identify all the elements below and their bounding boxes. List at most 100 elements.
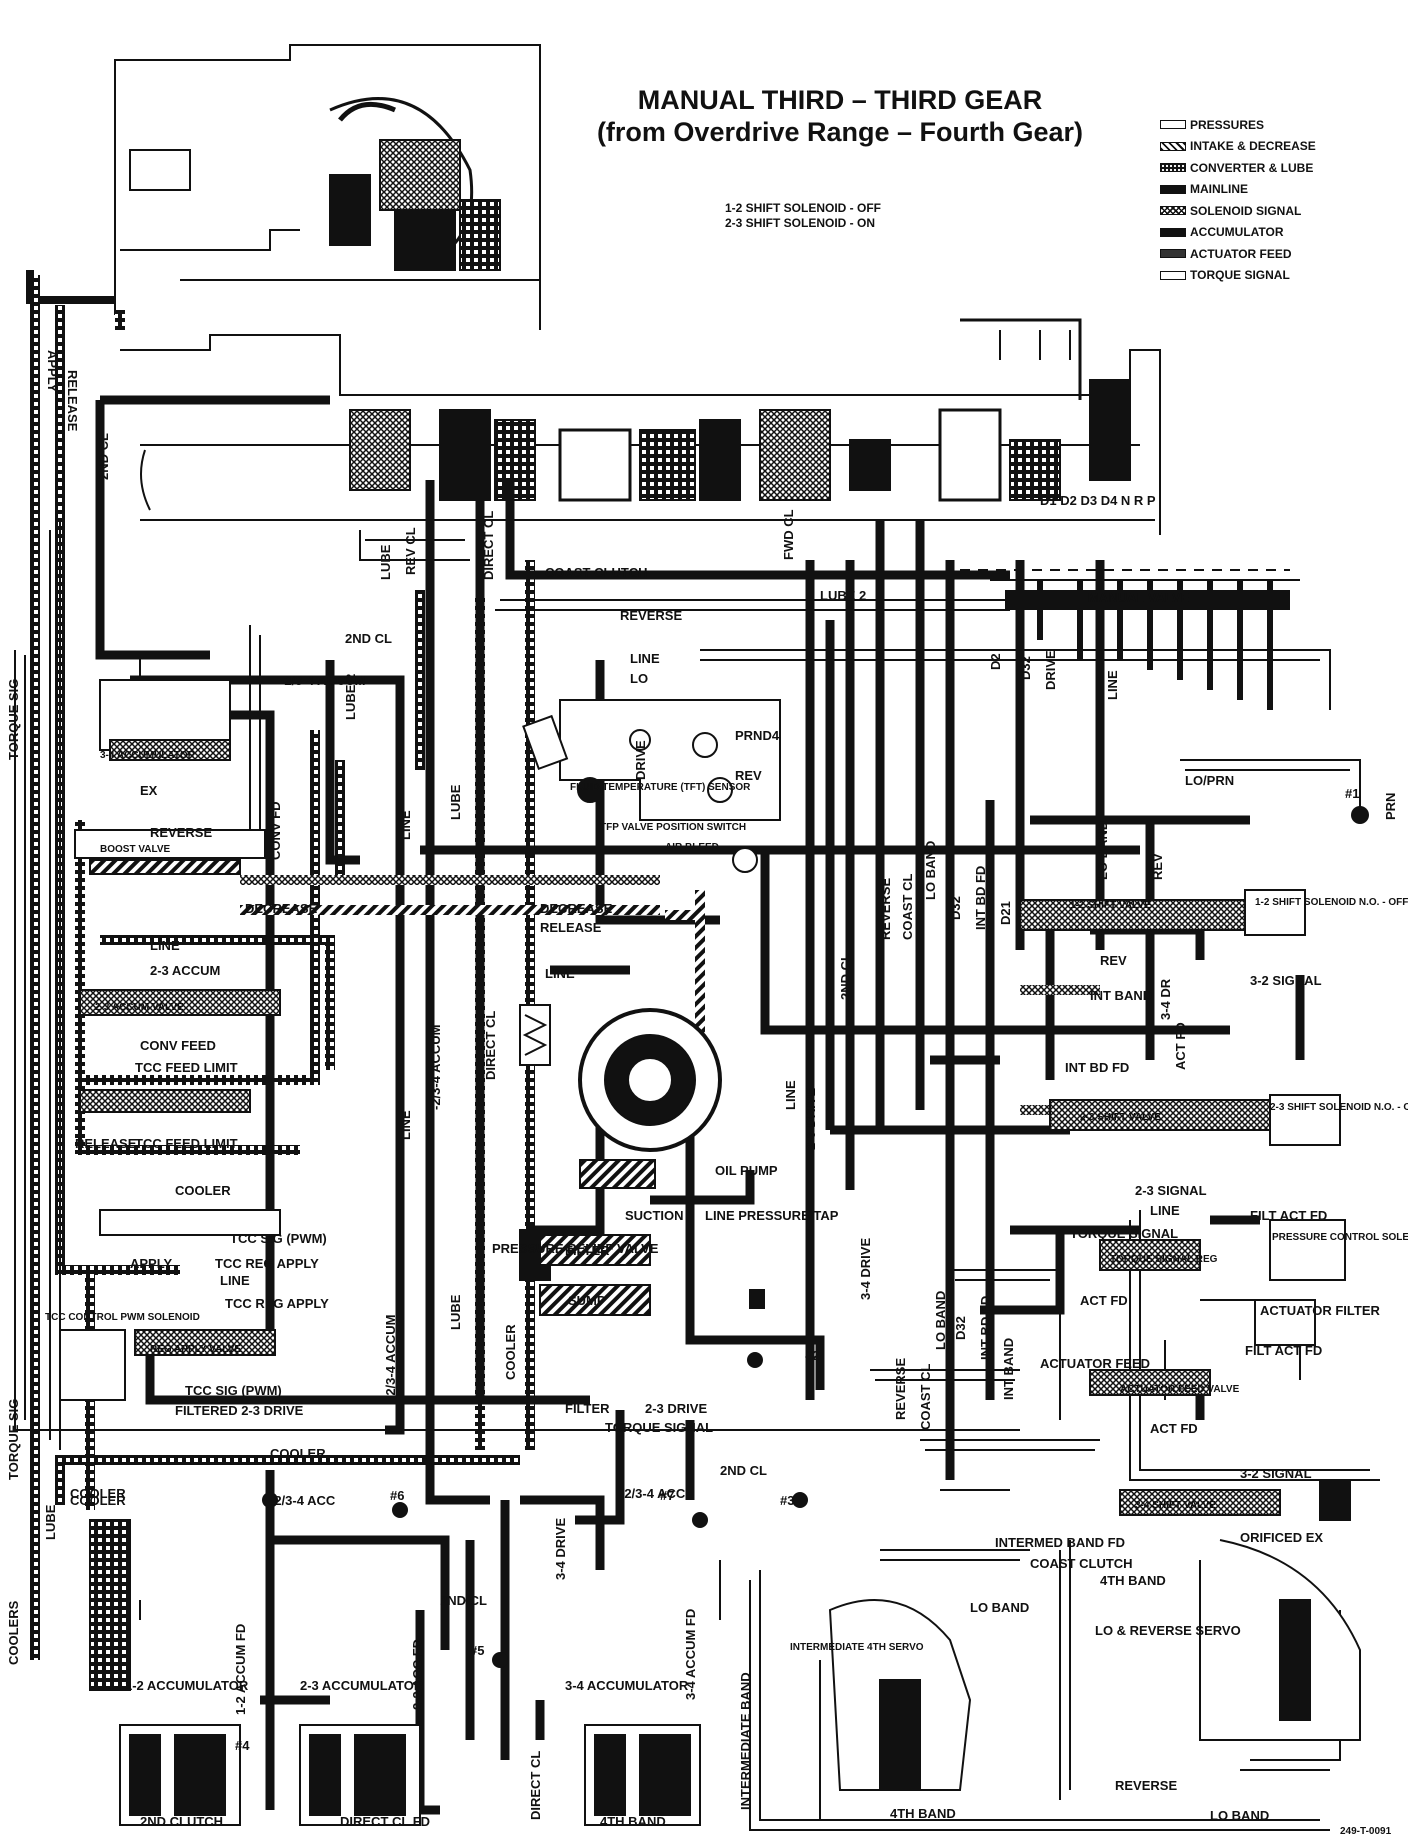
label-234-accum: -2/3-4 ACCUM (280, 673, 365, 688)
label-intermediate-band-vertical: INTERMEDIATE BAND (738, 1672, 753, 1810)
label-line-vertical: LINE (398, 810, 413, 840)
label-lo-band-vertical-2: LO BAND (1095, 821, 1110, 880)
label-actuator-feed: ACTUATOR FEED (1040, 1356, 1150, 1371)
label-d2-vertical: D2 (988, 653, 1003, 670)
valve-bodies (59, 679, 1351, 1521)
label-int-bd-fd-vertical: INT BD FD (973, 866, 988, 930)
label-manual-valve: MANUAL VALVE (1088, 590, 1189, 605)
label-2nd-cl-vertical: 2ND CL (96, 433, 111, 480)
circuit-labels: COAST CLUTCH LUBE 2 REVERSE 2ND CL LINE … (6, 350, 1408, 1834)
label-torque-sig-vertical-2: TORQUE SIG (6, 1399, 21, 1480)
label-int-bd-fd-vertical-2: INT BD FD (978, 1296, 993, 1360)
legend-item-intake: INTAKE & DECREASE (1160, 136, 1380, 158)
check-balls (262, 806, 1369, 1668)
label-23-accum: 2-3 ACCUM (150, 963, 220, 978)
label-actuator-filter: ACTUATOR FILTER (1260, 1303, 1380, 1318)
label-lube-vertical-3: LUBE (448, 1294, 463, 1330)
label-23-accum-valve: 2-3 ACCUM VALVE (95, 1002, 184, 1013)
legend-swatch (1160, 249, 1186, 259)
label-d32-vertical-3: D32 (953, 1316, 968, 1340)
label-23-shift-valve: 2-3 SHIFT VALVE (1080, 1112, 1161, 1123)
label-tcc-reg-apply-2: TCC REG APPLY (225, 1296, 329, 1311)
label-tft-sensor: FLUID TEMPERATURE (TFT) SENSOR (570, 782, 751, 793)
label-rev: REV (735, 768, 762, 783)
label-int-band: INT BAND (1090, 988, 1152, 1003)
label-lube-vertical: LUBE (378, 544, 393, 580)
label-filt-act-fd-2: FILT ACT FD (1245, 1343, 1322, 1358)
label-34-shift-valve: 3-4 SHIFT VALVE (1135, 1500, 1216, 1511)
label-direct-cl-vertical-3: DIRECT CL (528, 1751, 543, 1820)
label-lube2: LUBE 2 (820, 588, 866, 603)
label-check1: #1 (1345, 786, 1359, 801)
label-filter-mid: FILTER (565, 1401, 610, 1416)
label-d32-vertical-2: D32 (1018, 656, 1033, 680)
label-reverse-bottom: REVERSE (1115, 1778, 1177, 1793)
pump-area (519, 1004, 765, 1316)
mainline-circuits (95, 395, 1305, 1815)
label-rev-right: REV (1100, 953, 1127, 968)
legend-swatch (1160, 163, 1186, 173)
label-second-cl: 2ND CL (345, 631, 392, 646)
label-drive-vertical-2: DRIVE (1043, 650, 1058, 690)
label-coast-cl-vertical-2: COAST CL (918, 1364, 933, 1431)
label-act-fd: ACT FD (1080, 1293, 1128, 1308)
label-cooler-3: COOLER (70, 1493, 126, 1508)
legend-swatch (1160, 270, 1186, 280)
label-direct-cl-vertical: DIRECT CL (481, 511, 496, 580)
label-23-shift-solenoid: 2-3 SHIFT SOLENOID N.O. - ON (1270, 1102, 1408, 1113)
label-reverse-vertical-2: REVERSE (893, 1358, 908, 1420)
label-check6: #6 (390, 1488, 404, 1503)
label-lube-vertical-4: LUBE (43, 1504, 58, 1540)
diagram-title: MANUAL THIRD – THIRD GEAR (from Overdriv… (560, 84, 1120, 148)
label-check7: #7 (660, 1488, 674, 1503)
label-2nd-cl-vertical-2: 2ND CL (838, 953, 853, 1000)
label-line-mid: LINE (545, 966, 575, 981)
label-lo: LO (630, 671, 648, 686)
label-34-drive-vertical-2: 3-4 DRIVE (553, 1518, 568, 1580)
label-34-accumulator: 3-4 ACCUMULATOR (565, 1678, 689, 1693)
label-coast-cl-vertical: COAST CL (900, 874, 915, 941)
label-lo-band-bottom: LO BAND (1210, 1808, 1269, 1823)
label-filtered-23-drive: FILTERED 2-3 DRIVE (175, 1403, 304, 1418)
label-4th-band-bottom: 4TH BAND (890, 1806, 956, 1821)
label-apply: APPLY (130, 1256, 172, 1271)
label-coolers-vertical: COOLERS (6, 1600, 21, 1665)
label-23-accumulator: 2-3 ACCUMULATOR (300, 1678, 424, 1693)
label-release-2: RELEASE (75, 1136, 137, 1151)
label-2nd-clutch: 2ND CLUTCH (140, 1814, 223, 1829)
label-line-vertical-4: LINE (1105, 670, 1120, 700)
label-release-vertical: RELEASE (65, 370, 80, 432)
label-act-fd-2: ACT FD (1150, 1421, 1198, 1436)
label-4th-band: 4TH BAND (1100, 1573, 1166, 1588)
label-reg-apply-valve: REG APPLY VALVE (150, 1344, 241, 1355)
label-torque-sig-vertical: TORQUE SIG (6, 679, 21, 760)
legend-swatch (1160, 184, 1186, 194)
label-act-fd-vertical: ACT FD (1173, 1022, 1188, 1070)
label-torque-signal: TORQUE SIGNAL (605, 1420, 713, 1435)
label-line-vertical-2: LINE (398, 1110, 413, 1140)
label-2nd-cl-3: 2ND CL (440, 1593, 487, 1608)
label-pressure-control-solenoid: PRESSURE CONTROL SOLENOID (1272, 1232, 1408, 1243)
label-line-left: LINE (150, 938, 180, 953)
label-d21-vertical: D21 (998, 901, 1013, 925)
label-suction: SUCTION (625, 1208, 684, 1223)
label-34-drive-vertical: 3-4 DRIVE (858, 1238, 873, 1300)
label-rev-cl-vertical: REV CL (403, 527, 418, 575)
label-lube-vertical-2: LUBE (448, 784, 463, 820)
label-234-accum-vertical-2: -2/3-4 ACCUM (383, 1315, 398, 1400)
label-12-accum-fd-vertical: 1-2 ACCUM FD (233, 1624, 248, 1715)
label-check5: #5 (470, 1643, 484, 1658)
label-lo-prn: LO/PRN (1185, 773, 1234, 788)
label-234-accum-vertical: -2/3-4 ACCUM (428, 1025, 443, 1110)
title-line-1: MANUAL THIRD – THIRD GEAR (637, 85, 1043, 115)
label-orificed-ex: ORIFICED EX (1240, 1530, 1323, 1545)
label-line: LINE (630, 651, 660, 666)
label-lo-band: LO BAND (970, 1600, 1029, 1615)
label-34-accum-fd-vertical: 3-4 ACCUM FD (683, 1609, 698, 1700)
label-23-acc-fd-vertical: 2-3 ACC FD (410, 1639, 425, 1710)
label-direct-cl-vertical-2: DIRECT CL (483, 1011, 498, 1080)
label-pressure-relief-valve: PRESSURE RELIEF VALVE (492, 1241, 659, 1256)
label-decrease: DECREASE (540, 901, 613, 916)
label-prn-vertical: PRN (1383, 793, 1398, 820)
solenoid-state: 1-2 SHIFT SOLENOID - OFF 2-3 SHIFT SOLEN… (725, 201, 881, 231)
